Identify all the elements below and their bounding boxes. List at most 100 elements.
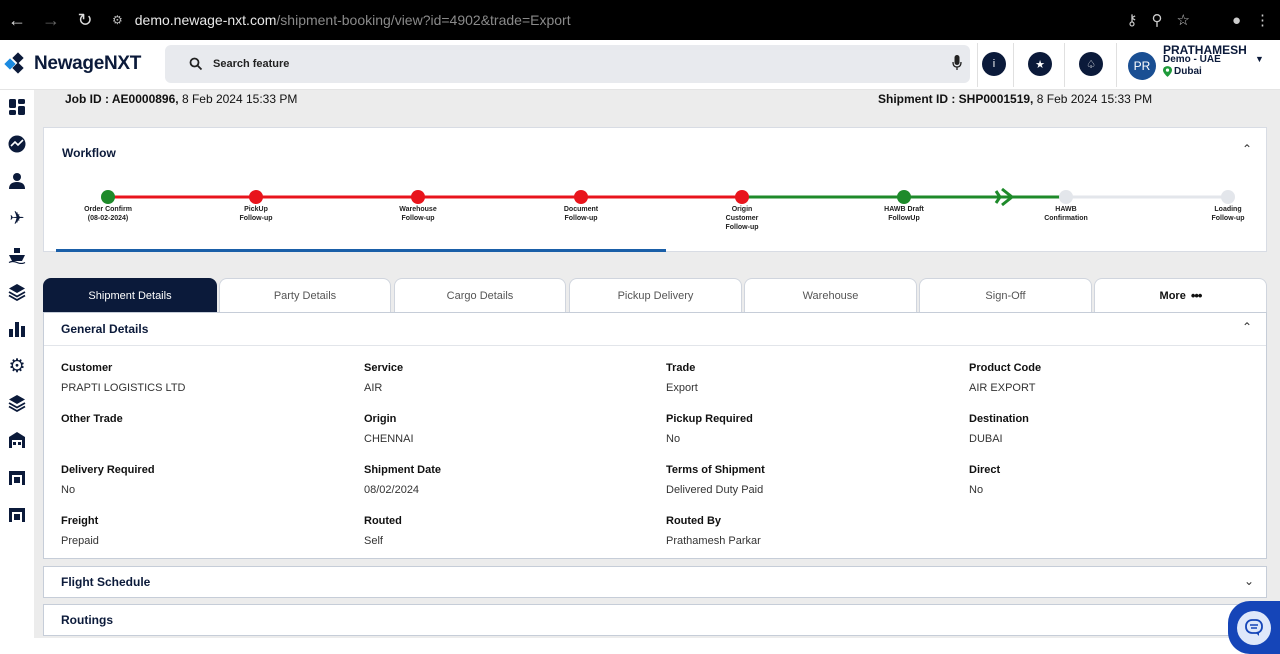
field-label: Destination	[969, 413, 1029, 425]
profile-icon[interactable]: ●	[1231, 11, 1241, 29]
favorites-star-icon[interactable]: ★	[1028, 52, 1052, 76]
workflow-title: Workflow	[62, 146, 116, 160]
kebab-menu-icon[interactable]: ⋮	[1255, 12, 1270, 29]
tab-cargo-details[interactable]: Cargo Details	[394, 278, 566, 312]
site-settings-icon[interactable]: ⚙	[112, 13, 123, 27]
airplane-icon[interactable]: ✈	[9, 207, 25, 228]
app-header: NewageNXT i ★ ♤ PR PRATHAMESH Demo - UAE…	[0, 40, 1280, 90]
user-name: PRATHAMESH	[1163, 43, 1247, 57]
field-value: No	[666, 433, 681, 445]
field-label: Trade	[666, 362, 696, 374]
field-label: Product Code	[969, 362, 1042, 374]
field-value	[61, 433, 341, 445]
field-value: DUBAI	[969, 433, 1003, 445]
depot-icon[interactable]	[6, 466, 28, 488]
browser-toolbar: ← → ↻ ⚙ demo.newage-nxt.com/shipment-boo…	[0, 0, 1280, 40]
user-company: Demo - UAE	[1163, 54, 1221, 65]
workflow-step-dot[interactable]	[101, 190, 115, 204]
chevron-up-icon[interactable]: ⌃	[1241, 142, 1252, 156]
logo-mark-icon	[4, 52, 24, 74]
chevron-up-icon[interactable]: ⌃	[1241, 320, 1252, 334]
location-pin-icon	[1163, 66, 1172, 77]
warehouse-icon[interactable]	[6, 429, 28, 451]
workflow-scroll-indicator[interactable]	[56, 249, 666, 252]
workflow-step-dot[interactable]	[249, 190, 263, 204]
field-label: Freight	[61, 515, 99, 527]
bar-chart-icon[interactable]	[6, 318, 28, 340]
url-path: /shipment-booking/view?id=4902&trade=Exp…	[276, 12, 571, 28]
workflow-step-dot[interactable]	[1221, 190, 1235, 204]
forward-icon[interactable]: →	[42, 9, 60, 30]
tab-more[interactable]: More•••	[1094, 278, 1267, 312]
bookmark-star-icon[interactable]: ☆	[1176, 12, 1190, 29]
layers-stack-icon[interactable]	[6, 392, 28, 414]
ship-icon[interactable]	[6, 244, 28, 266]
microphone-icon[interactable]	[952, 55, 962, 71]
reload-icon[interactable]: ↻	[77, 9, 93, 30]
tab-warehouse[interactable]: Warehouse	[744, 278, 917, 312]
general-details-header[interactable]: General Details ⌃	[44, 313, 1266, 346]
user-icon[interactable]	[6, 170, 28, 192]
field-label: Delivery Required	[61, 464, 155, 476]
storage-icon[interactable]	[6, 503, 28, 525]
field-label: Routed	[364, 515, 402, 527]
workflow-step-dot[interactable]	[411, 190, 425, 204]
chat-support-button[interactable]	[1228, 601, 1280, 654]
back-icon[interactable]: ←	[8, 9, 26, 30]
workflow-step-dot[interactable]	[897, 190, 911, 204]
airplane-progress-icon	[990, 187, 1015, 207]
chevron-down-icon[interactable]: ⌄	[1243, 574, 1254, 588]
search-icon	[189, 57, 203, 71]
search-input[interactable]	[213, 58, 913, 70]
job-id: Job ID : AE0000896, 8 Feb 2024 15:33 PM	[65, 92, 298, 106]
workflow-step-dot[interactable]	[1059, 190, 1073, 204]
layers-icon[interactable]	[6, 281, 28, 303]
search-bar[interactable]	[165, 45, 970, 83]
tab-shipment-details[interactable]: Shipment Details	[43, 278, 217, 312]
routings-title: Routings	[61, 613, 113, 627]
workflow-step-dot[interactable]	[735, 190, 749, 204]
zoom-icon[interactable]: ⚲	[1151, 12, 1163, 29]
field-value: 08/02/2024	[364, 484, 420, 496]
field-label: Terms of Shipment	[666, 464, 765, 476]
workflow-step-dot[interactable]	[574, 190, 588, 204]
dashboard-icon[interactable]	[6, 96, 28, 118]
tab-party-details[interactable]: Party Details	[219, 278, 391, 312]
logo-text: NewageNXT	[34, 53, 142, 74]
field-label: Service	[364, 362, 404, 374]
key-icon[interactable]: ⚷	[1126, 12, 1138, 29]
field-value: Export	[666, 382, 698, 394]
avatar[interactable]: PR	[1128, 52, 1156, 80]
field-label: Pickup Required	[666, 413, 753, 425]
flight-schedule-panel[interactable]: Flight Schedule ⌄	[43, 566, 1267, 598]
settings-gear-icon[interactable]: ⚙	[8, 355, 26, 377]
notification-bell-icon[interactable]: ♤	[1079, 52, 1103, 76]
routings-panel[interactable]: Routings	[43, 604, 1267, 636]
field-value: Self	[364, 535, 383, 547]
job-info-bar: Job ID : AE0000896, 8 Feb 2024 15:33 PM …	[34, 90, 1280, 120]
user-menu-caret-icon[interactable]: ▼	[1255, 54, 1264, 64]
workflow-tracker	[101, 187, 1235, 207]
tab-sign-off[interactable]: Sign-Off	[919, 278, 1092, 312]
field-value: No	[969, 484, 984, 496]
field-label: Other Trade	[61, 413, 123, 425]
flight-schedule-title: Flight Schedule	[61, 575, 151, 589]
more-dots-icon: •••	[1190, 288, 1203, 303]
address-bar[interactable]: ⚙ demo.newage-nxt.com/shipment-booking/v…	[112, 8, 571, 32]
analytics-icon[interactable]	[6, 133, 28, 155]
shipment-id: Shipment ID : SHP0001519, 8 Feb 2024 15:…	[878, 92, 1153, 106]
logo[interactable]: NewageNXT	[4, 52, 141, 76]
info-icon[interactable]: i	[982, 52, 1006, 76]
tab-pickup-delivery[interactable]: Pickup Delivery	[569, 278, 742, 312]
